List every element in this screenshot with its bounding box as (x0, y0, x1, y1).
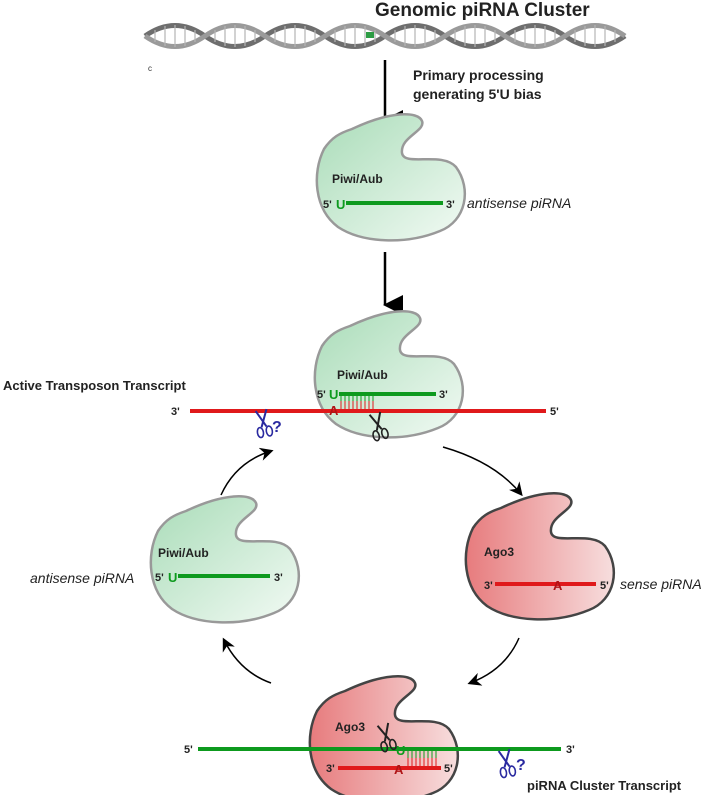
guide-adenine-label: A (394, 762, 404, 777)
unknown-slicer-question: ? (272, 419, 282, 436)
piwi-aub-complex-top: Piwi/Aub 5' U 3' (315, 113, 467, 242)
stray-mark: c (148, 64, 152, 73)
five-prime-label: 5' (600, 580, 609, 592)
three-prime-label: 3' (484, 580, 493, 592)
uridine-base-label: U (336, 197, 345, 212)
unknown-slicer-question: ? (516, 757, 526, 774)
antisense-pirna-caption-left: antisense piRNA (30, 570, 134, 586)
ago3-label-right: Ago3 (484, 545, 514, 559)
transposon-three-prime-label: 3' (171, 406, 180, 418)
three-prime-label: 3' (274, 572, 283, 584)
uridine-base-label: U (168, 570, 177, 585)
transposon-five-prime-label: 5' (550, 406, 559, 418)
ago3-complex-right: Ago3 3' A 5' (464, 492, 616, 621)
guide-three-prime-label: 3' (439, 389, 448, 401)
guide-uridine-label: U (329, 387, 338, 402)
cluster-three-prime-label: 3' (566, 744, 575, 756)
ago3-complex-cluster: Ago3 (308, 675, 460, 795)
cycle-arrow-to-ago3 (442, 446, 523, 497)
cluster-uridine-label: U (396, 743, 405, 758)
piwi-aub-complex-left: Piwi/Aub 5' U 3' (149, 495, 301, 624)
five-prime-label: 5' (323, 199, 332, 211)
guide-five-prime-label: 5' (317, 389, 326, 401)
target-adenine-label: A (329, 403, 339, 418)
piwi-aub-label-left: Piwi/Aub (158, 546, 209, 560)
antisense-pirna-caption-top: antisense piRNA (467, 195, 571, 211)
piwi-aub-label-transposon: Piwi/Aub (337, 368, 388, 382)
diagram-title: Genomic piRNA Cluster (375, 0, 590, 21)
three-prime-label: 3' (446, 199, 455, 211)
cycle-arrow-to-cluster (467, 637, 520, 686)
sense-guide-pairing-ticks (407, 758, 437, 767)
cluster-five-prime-label: 5' (184, 744, 193, 756)
ago3-protein-shape (308, 675, 460, 795)
piwi-aub-label-top: Piwi/Aub (332, 172, 383, 186)
unknown-slicer-scissors-icon (252, 407, 275, 440)
processing-label-line2: generating 5'U bias (413, 86, 542, 102)
dna-helix-icon (143, 23, 627, 49)
cycle-arrow-to-piwi (222, 637, 272, 684)
piwi-aub-complex-transposon: Piwi/Aub 5' U 3' (313, 310, 465, 439)
processing-label-line1: Primary processing (413, 67, 544, 83)
five-prime-label: 5' (155, 572, 164, 584)
target-pairing-ticks (340, 401, 374, 410)
ago3-label-cluster: Ago3 (335, 720, 365, 734)
unknown-slicer-scissors-icon (495, 747, 518, 780)
cluster-transcript-title: piRNA Cluster Transcript (527, 778, 682, 793)
transposon-transcript-title: Active Transposon Transcript (3, 378, 186, 393)
sense-pirna-caption: sense piRNA (620, 576, 702, 592)
guide-five-prime-label: 5' (444, 763, 453, 775)
cycle-arrow-to-transposon (220, 447, 274, 496)
adenine-base-label: A (553, 578, 563, 593)
guide-three-prime-label: 3' (326, 763, 335, 775)
